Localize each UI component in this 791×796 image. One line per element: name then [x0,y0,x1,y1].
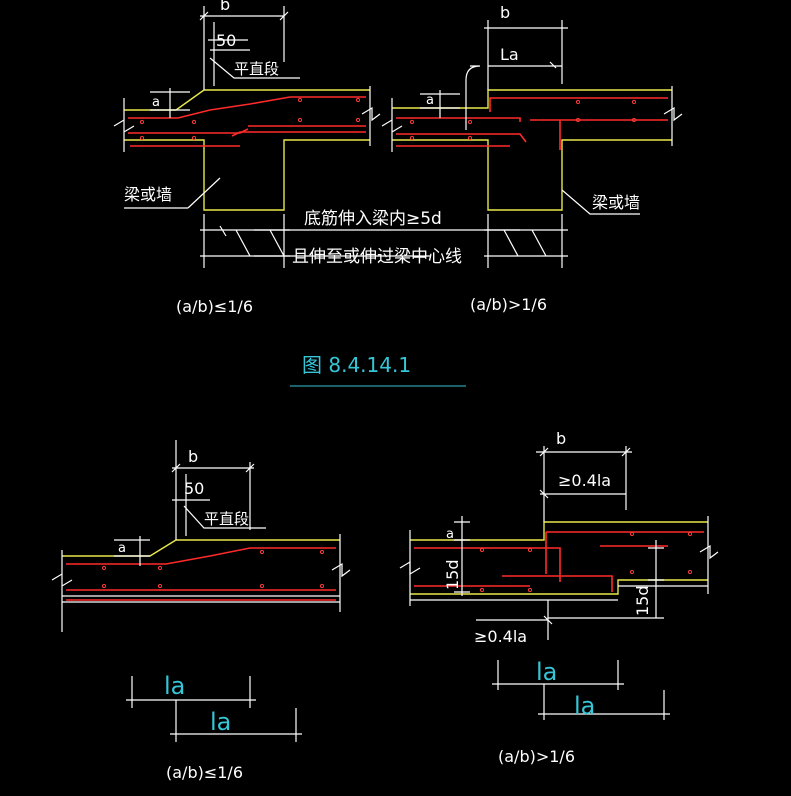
fig1-left-dim-b-line [199,6,289,90]
fig2-left-la-top: la [164,672,185,700]
fig2-right-upper-rebar [545,531,704,574]
fig1-left-anchor-dims [200,214,290,268]
fig1-left-dim-a-line [150,88,190,118]
fig2-left-caption: (a/b)≤1/6 [166,763,243,782]
fig2-right-rebar-dots [479,531,693,593]
fig1-right-dim-la-line [465,61,562,130]
fig1-left-top-rebar [128,96,366,119]
fig1-right-rebar-dots [409,99,637,141]
fig1-left-dim-50-line [208,22,250,86]
fig1-left-bottom-rebar-c [130,125,366,147]
fig2-left-rebar-dots [101,549,325,589]
fig2-right-dim-15d-right-line [548,540,664,619]
fig1-left-dim-b-label: b [220,0,230,14]
fig2-right-dim-15d-left: 15d [443,559,462,590]
fig2-right-dim-15d-right: 15d [633,585,652,616]
fig2-left-bottom-rebar [66,589,336,601]
fig1-right-dim-b-line [484,20,568,90]
fig1-right-top-rebar-short [396,117,521,122]
fig2-right-la-bottom: la [574,692,595,720]
fig2-left-dim-a-line [114,536,150,566]
fig2-right-caption: (a/b)>1/6 [498,747,575,766]
fig1-right-dim-a-line [420,90,460,118]
fig2-left-dim-b-label: b [188,447,198,466]
fig2-left-la-bottom: la [210,708,231,736]
fig1-left-bottom-rebar-b [231,131,366,137]
fig2-right-dim-a-label: a [446,527,454,542]
fig2-left-dim-b-line [171,440,255,540]
fig1-left-break-left [113,98,135,152]
fig1-right-caption: (a/b)>1/6 [470,295,547,314]
fig1-right-dim-la-label: La [500,45,519,64]
fig1-left-break-right [361,86,381,146]
fig1-right-anchor-dims [484,214,568,268]
fig2-right-detail: b ≥0.4la a 15d 15d ≥0.4la la la (a/b)>1/… [399,429,719,766]
fig2-right-dim-04la-top: ≥0.4la [558,471,611,490]
fig2-left-detail: b 50 平直段 a la la (a/b)≤1/6 [51,440,351,782]
fig1-right-support-leader [561,189,640,215]
fig2-right-break-right [699,516,719,594]
fig2-right-break-left [399,560,421,576]
fig1-left-dim-50-label: 50 [216,31,236,50]
fig1-note-line2: 且伸至或伸过梁中心线 [292,247,462,267]
fig2-right-dim-b-line [536,446,632,522]
fig2-right-la-dims [492,660,670,720]
fig2-left-flat-segment-label: 平直段 [204,510,249,528]
fig1-left-support-leader [124,177,221,209]
fig1-right-break-right [663,86,683,146]
fig2-right-la-top: la [536,658,557,686]
fig1-left-rebar-dots [139,97,361,141]
fig1-left-support-label: 梁或墙 [124,185,172,204]
fig2-right-dim-04la-bottom: ≥0.4la [474,627,527,646]
fig2-left-break-left [51,550,73,632]
fig2-right-lower-rebar [414,547,613,592]
fig1-note-line1: 底筋伸入梁内≥5d [304,209,442,229]
fig1-right-detail: b La a 梁或墙 [381,3,683,268]
fig1-right-dim-a-label: a [426,93,434,108]
fig2-right-dim-b-label: b [556,429,566,448]
fig2-left-dim-50-label: 50 [184,479,204,498]
fig2-left-dim-50-line [172,474,210,536]
fig2-left-la-dims [126,676,302,742]
fig1-left-flat-segment-leader [209,57,300,79]
fig1-right-bottom-rebar [396,119,668,150]
fig1-right-break-left [381,98,403,152]
fig1-left-caption: (a/b)≤1/6 [176,297,253,316]
fig2-right-dim-a-15d-left [454,516,470,596]
fig1-left-dim-a-label: a [152,95,160,110]
fig2-left-slab-outline [62,539,340,557]
fig2-right-dim-04la-bottom-line [476,600,553,640]
fig1-left-bottom-rebar-a [128,128,249,134]
fig1-left-flat-segment-label: 平直段 [234,60,279,78]
fig2-right-dim-04la-top-line [539,489,626,499]
fig1-right-dim-b-label: b [500,3,510,22]
fig1-title: 图 8.4.14.1 [302,353,411,377]
fig2-left-flat-segment-leader [183,505,266,529]
fig2-left-dim-a-label: a [118,541,126,556]
fig2-left-slab-bottom [62,595,340,603]
fig1-right-support-label: 梁或墙 [592,193,640,212]
fig1-left-detail: b 50 平直段 a 梁或墙 [113,0,381,268]
fig1-note-leader [254,229,520,257]
fig1-right-top-rebar-long [489,97,668,112]
fig2-left-top-rebar [66,547,336,565]
fig2-left-break-right [331,534,351,612]
